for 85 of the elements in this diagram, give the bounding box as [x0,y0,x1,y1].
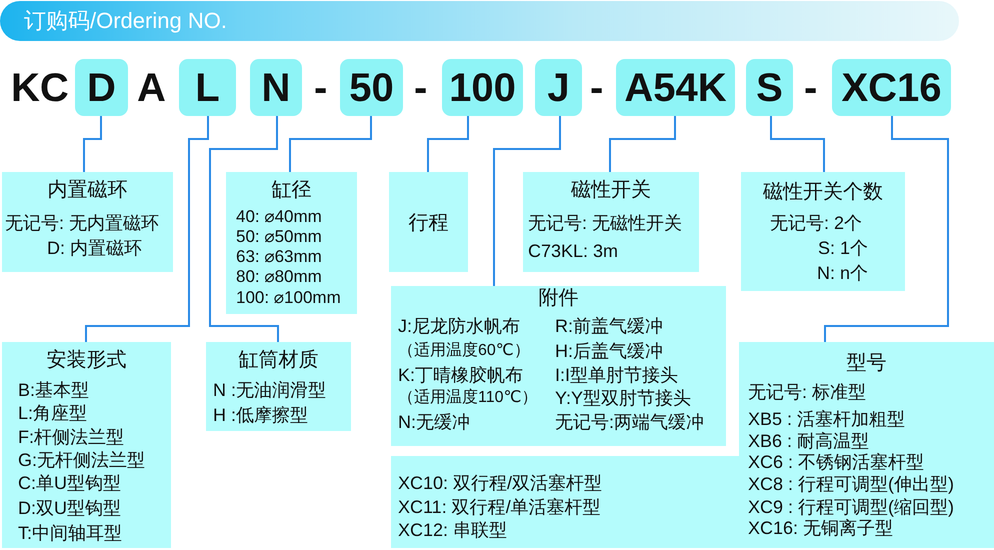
code-segment: J [535,59,582,116]
option-text: H :低摩擦型 [213,404,308,426]
option-text: R:前盖气缓冲 [555,316,663,336]
panel-heading: 附件 [538,286,578,310]
code-segment: XC16 [832,59,951,116]
option-text: T:中间轴耳型 [18,522,122,544]
separator-dash: - [414,65,428,111]
option-text: L:角座型 [18,402,88,424]
option-panel [391,456,740,548]
option-text: XC11: 双行程/单活塞杆型 [398,496,601,518]
option-text: XB6 : 耐高温型 [748,430,870,452]
option-text: （适用温度60℃） [398,342,530,360]
connector-line [824,116,949,342]
option-panel [2,172,173,272]
panel-heading: 行程 [408,212,448,234]
option-panel [389,172,468,272]
option-text: XC16: 无铜离子型 [748,518,894,538]
connector-line [427,116,469,172]
separator-dash: - [314,65,328,111]
option-text: N: n个 [817,262,868,284]
option-text: 40: ⌀40mm [236,207,322,227]
option-text: C73KL: 3m [528,240,618,262]
separator-dash: - [590,65,604,111]
connector-line [493,116,561,286]
connector-line [209,116,279,342]
diagram-title: 订购码/Ordering NO. [24,8,227,34]
option-text: N:无缓冲 [398,412,470,432]
connector-line [289,116,372,172]
option-text: G:无杆侧法兰型 [18,450,146,470]
connector-line [83,116,102,172]
option-text: C:单U型钩型 [18,472,121,494]
option-panel [741,172,905,291]
panel-heading: 内置磁环 [48,178,128,202]
option-text: XB5 : 活塞杆加粗型 [748,408,906,430]
panel-heading: 型号 [846,352,886,374]
option-text: 63: ⌀63mm [236,247,322,267]
option-text: N :无油润滑型 [213,380,326,400]
code-segment: N [250,59,302,116]
option-text: （适用温度110℃） [398,389,538,407]
option-panel [206,342,351,431]
panel-heading: 缸筒材质 [238,348,318,372]
panel-heading: 磁性开关 [571,178,651,202]
option-panel [739,342,994,548]
code-segment: D [75,59,128,116]
code-segment: 100 [442,59,523,116]
option-text: Y:Y型双肘节接头 [555,388,692,408]
code-segment: 50 [340,59,403,116]
option-text: J:尼龙防水帆布 [398,316,520,336]
option-text: XC6 : 不锈钢活塞杆型 [748,452,924,472]
option-text: 100: ⌀100mm [236,288,341,308]
option-text: 50: ⌀50mm [236,227,322,247]
option-text: 无记号: 标准型 [748,382,866,402]
connector-line [609,116,676,172]
option-text: XC9 : 行程可调型(缩回型) [748,496,954,518]
code-segment: S [746,59,793,116]
option-text: 无记号: 无磁性开关 [528,212,682,234]
option-text: I:I型单肘节接头 [555,364,678,386]
option-text: S: 1个 [818,238,868,258]
option-text: 无记号:两端气缓冲 [555,412,704,432]
option-panel [2,342,171,548]
option-text: H:后盖气缓冲 [555,340,663,362]
panel-heading: 磁性开关个数 [763,180,883,204]
separator-dash: - [804,65,818,111]
option-panel [391,286,726,446]
connector-line [770,116,825,172]
option-text: D:双U型钩型 [18,498,121,518]
code-segment: L [179,59,236,116]
option-text: XC8 : 行程可调型(伸出型) [748,474,954,494]
option-text: F:杆侧法兰型 [18,426,124,448]
option-text: 80: ⌀80mm [236,267,322,287]
option-text: XC10: 双行程/双活塞杆型 [398,472,602,494]
option-panel [226,172,357,314]
code-letter: A [137,65,166,111]
panel-heading: 安装形式 [46,348,126,372]
panel-heading: 缸径 [272,178,312,202]
option-text: K:丁晴橡胶帆布 [398,364,524,386]
option-text: B:基本型 [18,380,90,400]
connector-line [85,116,209,342]
code-segment: A54K [616,59,735,116]
option-panel [523,172,699,272]
option-text: 无记号: 无内置磁环 [5,212,160,234]
code-prefix: KC [11,65,69,111]
option-text: XC12: 串联型 [398,520,508,540]
option-text: D: 内置磁环 [47,238,142,258]
option-text: 无记号: 2个 [770,212,862,234]
